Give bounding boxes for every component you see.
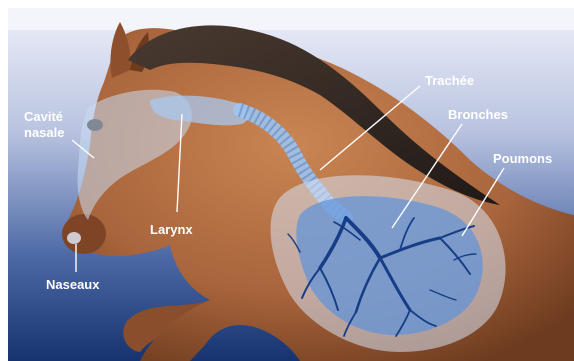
label-poumons: Poumons: [493, 151, 552, 166]
label-cavite-nasale-line2: nasale: [24, 125, 64, 140]
label-naseaux: Naseaux: [46, 277, 100, 292]
top-band: [8, 8, 574, 30]
label-cavite-nasale-line1: Cavité: [24, 109, 63, 124]
muzzle: [62, 214, 106, 254]
nostril: [67, 232, 81, 244]
label-bronches: Bronches: [448, 107, 508, 122]
label-larynx: Larynx: [150, 222, 193, 237]
label-trachee: Trachée: [425, 73, 474, 88]
